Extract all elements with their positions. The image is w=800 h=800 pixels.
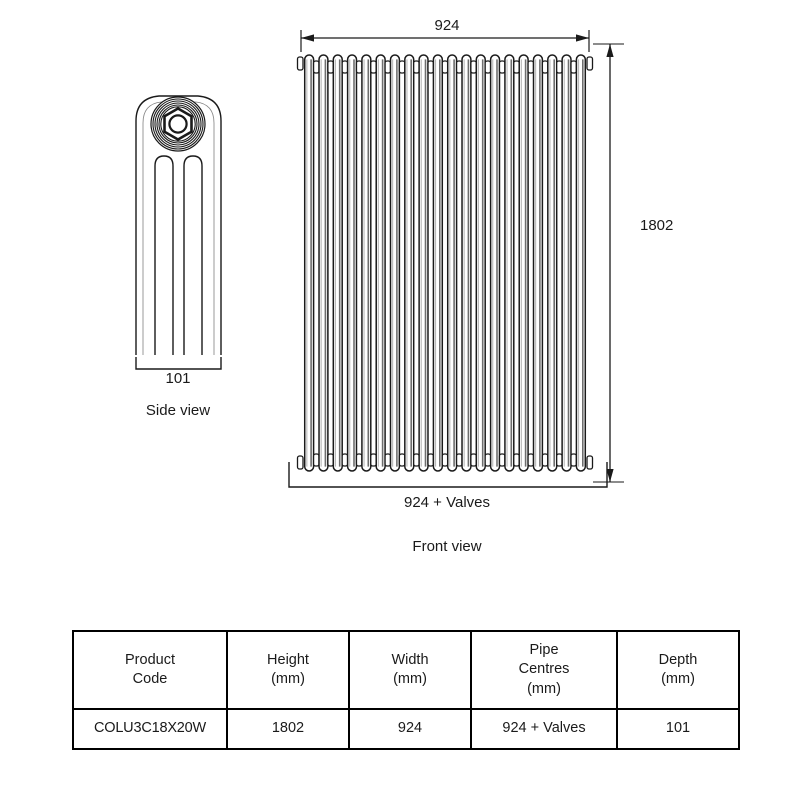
- header-cell-depth: Depth (mm): [616, 630, 740, 710]
- front-view-group: 924 1802 924 + Valves Front view: [288, 17, 673, 555]
- column-connector-nipple: [527, 60, 535, 74]
- header-line-1: Width: [391, 651, 429, 668]
- header-line-2: Code: [132, 671, 168, 687]
- front-view-height-label: 1802: [640, 217, 673, 234]
- column-connector-nipple: [327, 453, 334, 467]
- front-view-height-dimension: [593, 43, 624, 483]
- radiator-column: [489, 54, 501, 472]
- side-view-depth-label: 101: [165, 370, 190, 387]
- column-connector-nipple: [341, 60, 349, 74]
- radiator-column: [332, 54, 343, 472]
- radiator-column: [303, 54, 315, 472]
- table-header-row: Product Code Height (mm) Width (mm) Pipe…: [72, 630, 740, 710]
- column-connector-nipple: [355, 60, 363, 74]
- column-connector-nipple: [370, 453, 377, 467]
- radiator-column: [346, 54, 358, 472]
- column-connector-nipple: [570, 453, 578, 467]
- column-connector-nipple: [513, 60, 520, 74]
- side-view-caption: Side view: [146, 402, 210, 419]
- radiator-column: [404, 54, 415, 472]
- column-connector-nipple: [341, 453, 349, 467]
- front-view-width-dimension: [300, 30, 590, 52]
- radiator-column: [389, 54, 401, 472]
- column-connector-nipple: [498, 60, 506, 74]
- column-connector-nipple: [570, 60, 578, 74]
- cell-depth: 101: [616, 708, 740, 750]
- column-connector-nipple: [513, 453, 520, 467]
- header-line-1: Height: [267, 651, 309, 668]
- cell-height: 1802: [226, 708, 350, 750]
- column-connector-nipple: [384, 453, 392, 467]
- column-connector-nipple: [312, 453, 320, 467]
- side-view-valve-nut: [150, 96, 206, 152]
- header-line-2: (mm): [393, 671, 427, 687]
- header-line-1: Depth: [658, 651, 698, 668]
- column-connector-nipple: [470, 60, 477, 74]
- side-view-slot-1: [154, 155, 174, 355]
- column-connector-nipple: [370, 60, 377, 74]
- column-connector-nipple: [398, 60, 406, 74]
- radiator-column: [461, 54, 472, 472]
- column-connector-nipple: [413, 60, 420, 74]
- radiator-column: [432, 54, 444, 472]
- column-connector-nipple: [470, 453, 477, 467]
- column-connector-nipple: [484, 453, 492, 467]
- cell-pipe-centres: 924 + Valves: [470, 708, 618, 750]
- radiator-column: [575, 54, 587, 472]
- column-connector-nipple: [355, 453, 363, 467]
- radiator-column: [561, 54, 572, 472]
- radiator-column: [518, 54, 529, 472]
- column-connector-nipple: [413, 453, 420, 467]
- header-line-1: Pipe: [529, 642, 559, 659]
- cell-product-code: COLU3C18X20W: [72, 708, 228, 750]
- column-connector-nipple: [312, 60, 320, 74]
- column-connector-nipple: [455, 60, 463, 74]
- radiator-column: [446, 54, 458, 472]
- header-line-2: Centres: [518, 661, 570, 678]
- column-connector-nipple: [527, 453, 535, 467]
- header-cell-height: Height (mm): [226, 630, 350, 710]
- column-connector-nipple: [484, 60, 492, 74]
- radiator-end-caps: [296, 56, 594, 470]
- column-connector-nipple: [427, 453, 435, 467]
- front-view-pipe-centres-bracket: [288, 462, 608, 488]
- radiator-column: [361, 54, 372, 472]
- radiator-column: [318, 54, 329, 472]
- radiator-column: [532, 54, 544, 472]
- side-view-group: 101 Side view: [135, 95, 222, 419]
- header-line-1: Product: [125, 651, 175, 668]
- front-view-width-label: 924: [434, 17, 459, 34]
- column-connector-nipple: [556, 453, 563, 467]
- column-connector-nipple: [498, 453, 506, 467]
- side-view-slot-2: [183, 155, 203, 355]
- column-connector-nipple: [455, 453, 463, 467]
- column-connector-nipple: [427, 60, 435, 74]
- radiator-column: [504, 54, 515, 472]
- column-connector-nipple: [384, 60, 392, 74]
- side-view-depth-bracket: [135, 357, 222, 370]
- header-cell-pipe-centres: Pipe Centres (mm): [470, 630, 618, 710]
- column-connector-nipple: [541, 453, 549, 467]
- column-connector-nipple: [541, 60, 549, 74]
- header-cell-product-code: Product Code: [72, 630, 228, 710]
- radiator-column: [475, 54, 486, 472]
- header-line-2: (mm): [271, 671, 305, 687]
- radiator-column: [547, 54, 558, 472]
- radiator-column: [418, 54, 429, 472]
- cell-width: 924: [348, 708, 472, 750]
- header-line-2: (mm): [661, 671, 695, 687]
- table-row: COLU3C18X20W 1802 924 924 + Valves 101: [72, 708, 740, 750]
- column-connector-nipple: [327, 60, 334, 74]
- front-view-pipe-centres-label: 924 + Valves: [404, 494, 490, 511]
- column-connector-nipple: [556, 60, 563, 74]
- radiator-column: [375, 54, 386, 472]
- column-connector-nipple: [441, 453, 449, 467]
- column-connector-nipple: [398, 453, 406, 467]
- front-view-caption: Front view: [412, 538, 481, 555]
- header-cell-width: Width (mm): [348, 630, 472, 710]
- radiator-columns: [303, 54, 587, 472]
- column-connector-nipple: [441, 60, 449, 74]
- specification-table: Product Code Height (mm) Width (mm) Pipe…: [72, 630, 740, 750]
- header-line-3: (mm): [527, 680, 561, 697]
